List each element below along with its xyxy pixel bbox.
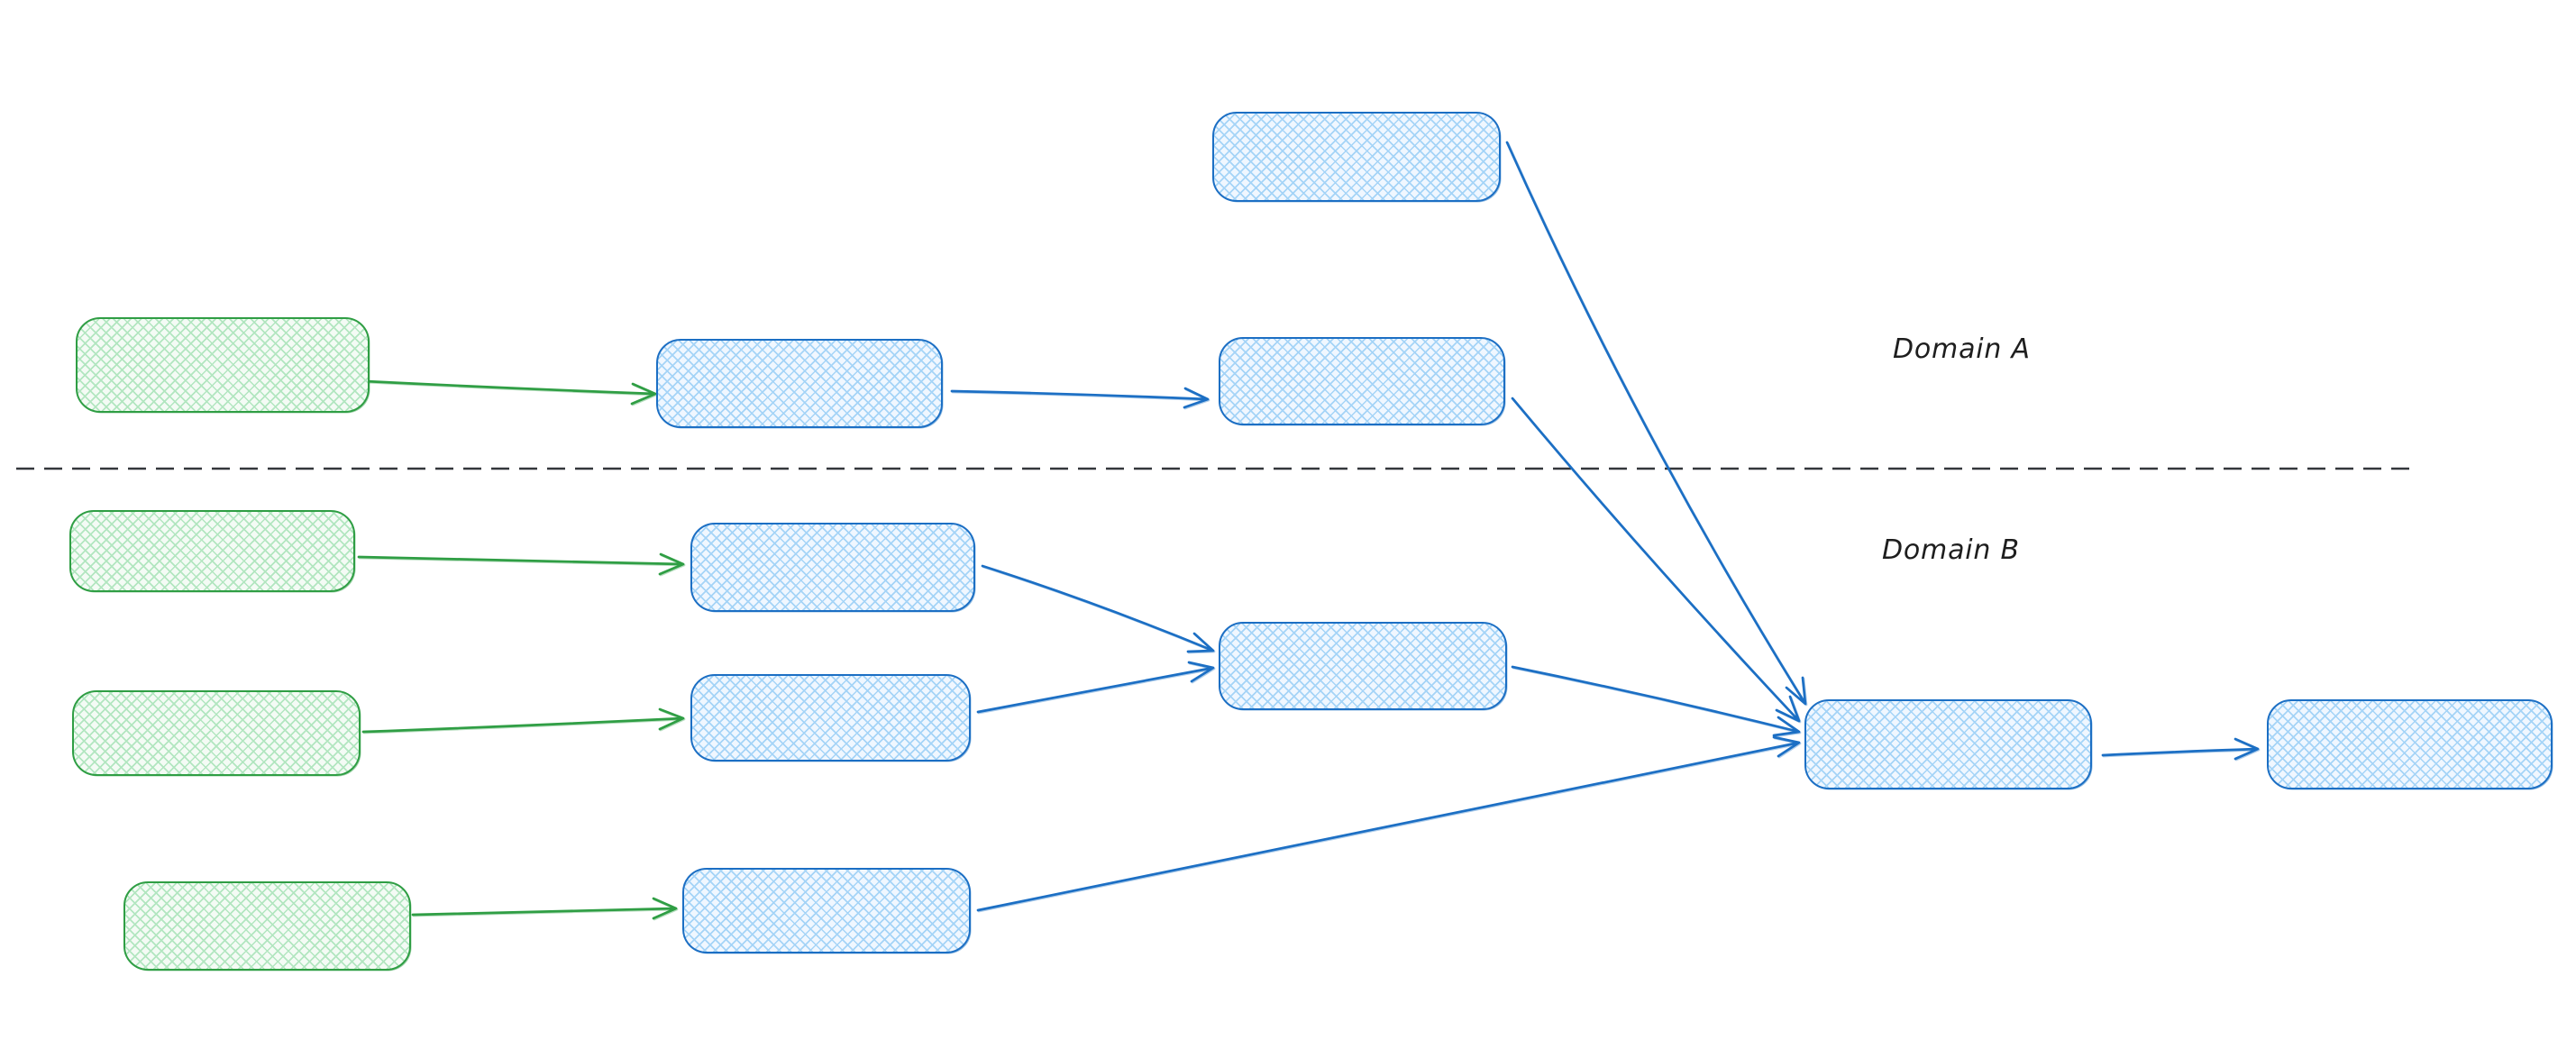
arrow-b2-stage-to-confluence: [976, 661, 1215, 714]
arrow-a-stage-to-a-stage2: [950, 387, 1210, 409]
node-top-blue: [1212, 112, 1501, 202]
arrow-a-source-to-a-stage: [363, 379, 657, 406]
arrow-b2-source-to-b2-stage: [361, 707, 685, 734]
node-b1-stage-blue: [690, 523, 975, 612]
arrow-b3-source-to-b3-stage: [411, 897, 678, 920]
arrow-a-stage2-to-merge: [1511, 397, 1801, 723]
domain-a-label: Domain A: [1893, 333, 2031, 365]
node-b2-stage-blue: [690, 674, 971, 762]
arrow-b1-stage-to-confluence: [981, 564, 1215, 653]
arrow-confluence-to-merge: [1511, 665, 1801, 737]
arrow-b1-source-to-b1-stage: [357, 552, 685, 576]
node-a-stage-blue: [656, 339, 943, 428]
arrow-top-to-merge: [1505, 141, 1807, 706]
arrow-b3-stage-to-merge: [976, 735, 1801, 912]
node-confluence-blue: [1219, 622, 1507, 710]
node-b3-stage-blue: [682, 868, 971, 953]
node-final-blue: [2267, 699, 2553, 789]
domain-b-label: Domain B: [1882, 534, 2020, 566]
node-b3-source-green: [123, 881, 411, 971]
node-merge-blue: [1804, 699, 2092, 789]
node-a-source-green: [76, 317, 370, 413]
node-b2-source-green: [72, 690, 361, 776]
node-b1-source-green: [69, 510, 355, 592]
arrow-merge-to-final: [2101, 737, 2260, 761]
node-a-stage2-blue: [1219, 337, 1505, 425]
